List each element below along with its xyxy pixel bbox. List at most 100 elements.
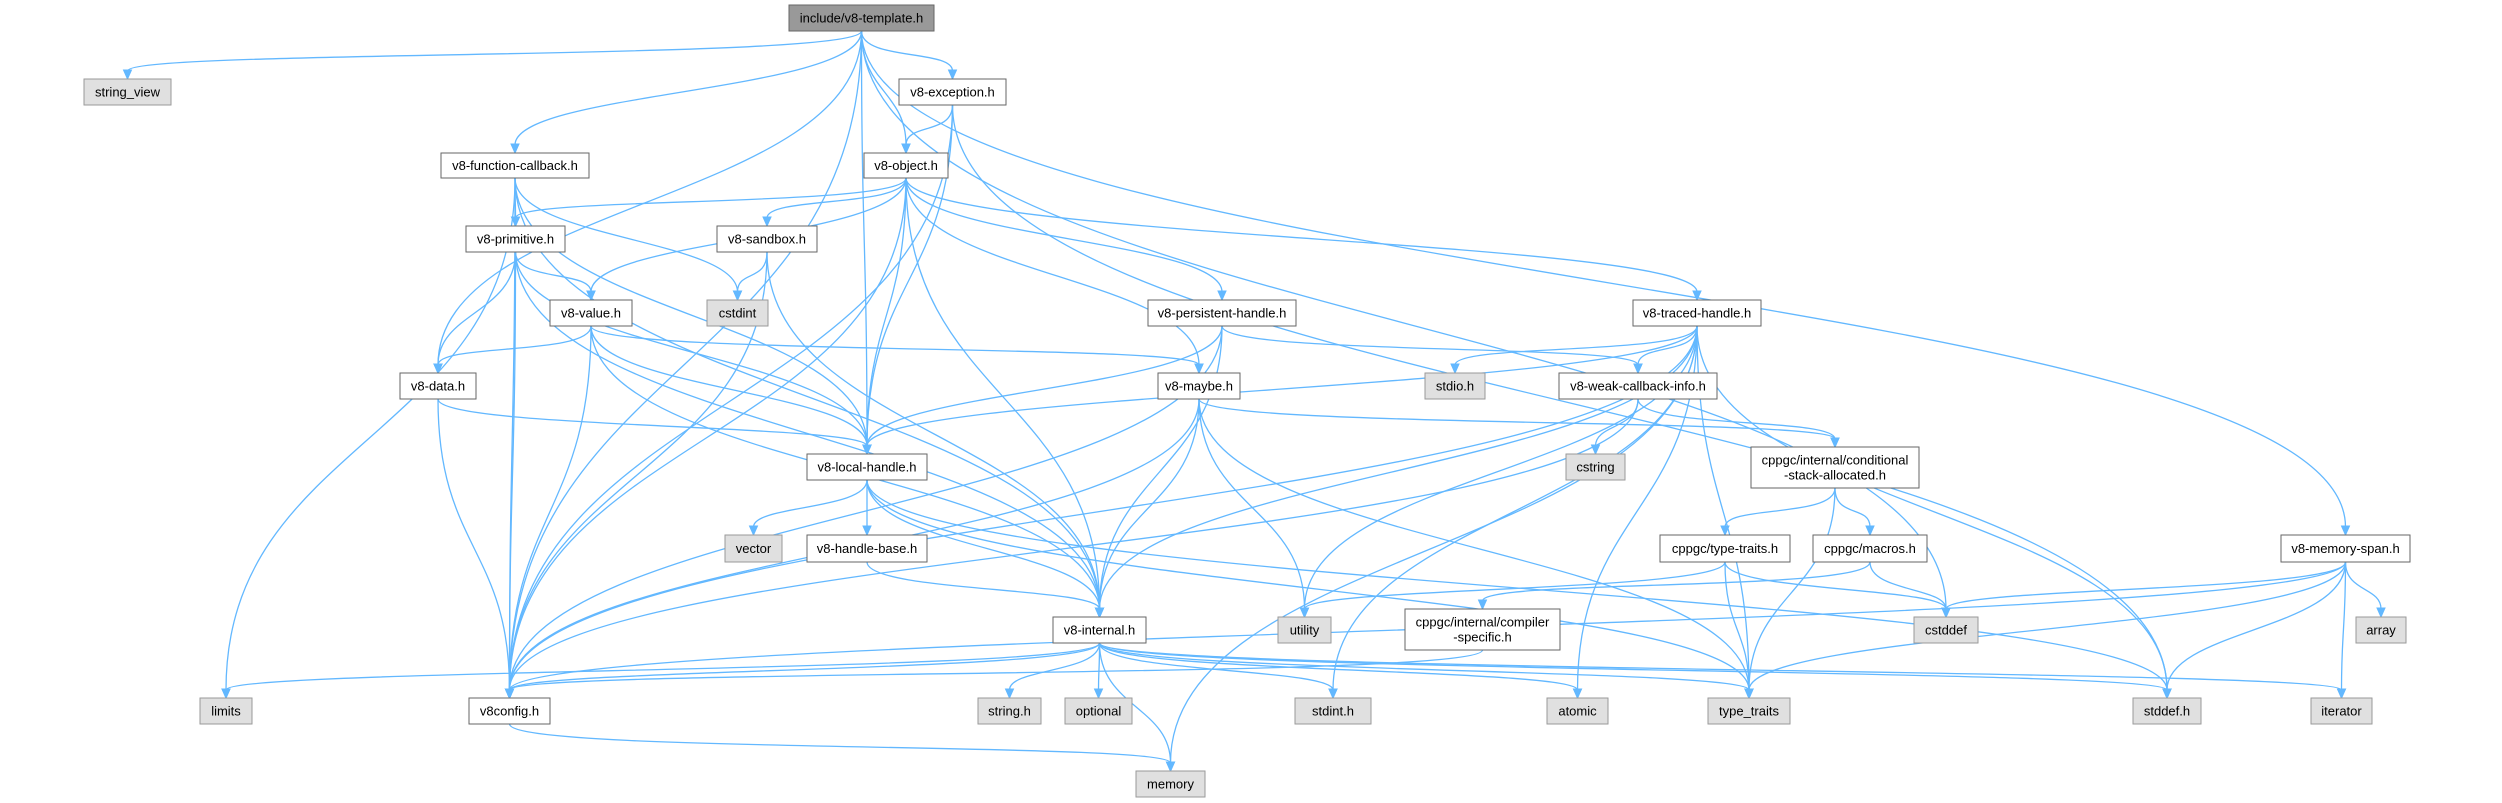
edge-value-to-v8config <box>504 325 592 700</box>
edge-line <box>437 398 868 447</box>
node-optional: optional <box>1064 697 1133 725</box>
node-box <box>1294 697 1372 725</box>
edge-line <box>752 479 868 528</box>
edge-v8config-to-memory <box>508 723 1176 773</box>
node-label: v8-traced-handle.h <box>1643 306 1751 321</box>
edge-mspan-to-cstddef <box>1941 561 2347 619</box>
node-data[interactable]: v8-data.h <box>399 372 477 400</box>
node-box <box>1812 534 1928 563</box>
node-label: limits <box>211 704 241 719</box>
arrowhead-icon <box>586 290 596 302</box>
node-value[interactable]: v8-value.h <box>549 299 633 327</box>
edge-line <box>860 30 954 72</box>
edge-line <box>508 177 907 691</box>
edge-hbase-to-internal <box>866 561 1105 619</box>
edge-value-to-maybe <box>590 325 1204 375</box>
edge-sandbox-to-cstdint <box>732 251 768 302</box>
node-cond[interactable]: cppgc/internal/conditional-stack-allocat… <box>1750 446 1920 489</box>
node-maybe[interactable]: v8-maybe.h <box>1157 372 1241 400</box>
edge-line <box>1169 325 1698 764</box>
node-box <box>2355 616 2407 644</box>
edge-template-to-string_view <box>122 30 863 81</box>
edge-line <box>1198 398 1750 691</box>
node-label: v8-memory-span.h <box>2291 541 2399 556</box>
edge-mspan-to-stddef <box>2162 561 2347 700</box>
node-v8config[interactable]: v8config.h <box>468 697 551 725</box>
arrowhead-icon <box>1477 599 1488 611</box>
node-compiler[interactable]: cppgc/internal/compiler-specific.h <box>1404 608 1561 651</box>
edge-line <box>1098 642 2343 691</box>
node-label: v8-value.h <box>561 306 621 321</box>
edge-line <box>437 398 511 691</box>
edge-line <box>590 325 868 447</box>
node-fcb[interactable]: v8-function-callback.h <box>440 152 590 179</box>
node-box <box>898 78 1007 106</box>
arrowhead-icon <box>433 363 443 375</box>
edge-line <box>1198 398 1306 610</box>
arrowhead-icon <box>510 143 520 155</box>
edge-line <box>508 649 1484 691</box>
node-exception[interactable]: v8-exception.h <box>898 78 1007 106</box>
edge-cond-to-cpptt <box>1720 487 1836 537</box>
edge-line <box>514 30 863 146</box>
node-box <box>977 697 1042 725</box>
node-box <box>1707 697 1791 725</box>
edge-internal-to-stringh <box>1004 642 1101 700</box>
node-box <box>788 4 935 32</box>
node-weak[interactable]: v8-weak-callback-info.h <box>1558 372 1718 400</box>
edge-line <box>508 723 1172 764</box>
node-label: stddef.h <box>2144 704 2190 719</box>
node-box <box>1913 616 1979 644</box>
node-box <box>549 299 633 327</box>
edge-internal-to-atomic <box>1098 642 1583 700</box>
node-label: stdio.h <box>1436 379 1474 394</box>
edge-line <box>590 325 1200 366</box>
edge-primitive-to-value <box>514 251 596 302</box>
node-persistent[interactable]: v8-persistent-handle.h <box>1147 299 1297 327</box>
node-sandbox[interactable]: v8-sandbox.h <box>716 225 818 253</box>
node-label: vector <box>736 541 772 556</box>
edge-line <box>1098 325 1223 610</box>
node-local[interactable]: v8-local-handle.h <box>806 453 928 481</box>
node-stddef: stddef.h <box>2132 697 2202 725</box>
edge-object-to-maybe <box>905 177 1204 375</box>
edge-line <box>736 251 768 293</box>
node-label: iterator <box>2321 704 2362 719</box>
node-internal[interactable]: v8-internal.h <box>1052 616 1147 644</box>
node-label: v8-data.h <box>411 379 465 394</box>
edge-traced-to-local <box>862 325 1698 456</box>
node-box <box>716 225 818 253</box>
edge-macros-to-compiler <box>1477 561 1871 611</box>
edge-mspan-to-iterator <box>2336 561 2347 700</box>
edge-value-to-data <box>433 325 592 375</box>
node-hbase[interactable]: v8-handle-base.h <box>806 534 928 563</box>
node-box <box>1064 697 1133 725</box>
node-cpptt[interactable]: cppgc/type-traits.h <box>1659 534 1791 563</box>
node-label: utility <box>1290 623 1320 638</box>
arrowhead-icon <box>862 444 872 456</box>
edge-line <box>514 177 907 219</box>
node-traced[interactable]: v8-traced-handle.h <box>1632 299 1762 327</box>
edge-line <box>2166 561 2347 691</box>
node-template[interactable]: include/v8-template.h <box>788 4 935 32</box>
node-box <box>2310 697 2373 725</box>
node-mspan[interactable]: v8-memory-span.h <box>2280 534 2411 563</box>
arrowhead-icon <box>1572 688 1583 700</box>
arrowhead-icon <box>221 688 231 700</box>
node-label: string.h <box>988 704 1031 719</box>
node-label: cstdint <box>719 306 757 321</box>
node-object[interactable]: v8-object.h <box>863 152 949 179</box>
node-macros[interactable]: cppgc/macros.h <box>1812 534 1928 563</box>
edge-line <box>1198 398 1836 440</box>
edge-mspan-to-array <box>2344 561 2386 619</box>
node-box <box>1546 697 1609 725</box>
edge-object-to-sandbox <box>762 177 907 228</box>
node-box <box>399 372 477 400</box>
edge-line <box>1748 561 2347 691</box>
arrowhead-icon <box>1194 363 1204 375</box>
node-primitive[interactable]: v8-primitive.h <box>465 225 566 253</box>
node-stdio: stdio.h <box>1424 372 1486 400</box>
node-label: cstddef <box>1925 623 1967 638</box>
node-label: v8-maybe.h <box>1165 379 1233 394</box>
